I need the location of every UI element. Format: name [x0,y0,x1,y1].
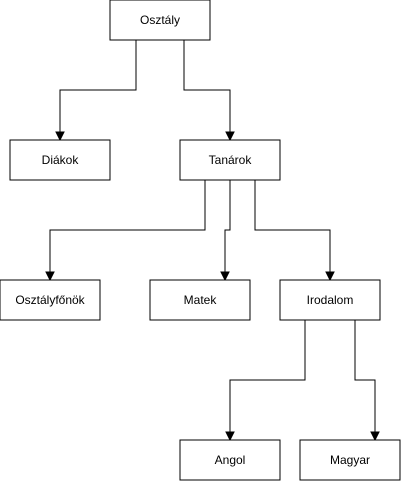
edge-osztaly-diakok-arrowhead [55,131,65,142]
node-tanarok[interactable]: Tanárok [179,139,281,181]
node-angol[interactable]: Angol [179,439,281,481]
edge-osztaly-tanarok-arrowhead [225,131,235,142]
node-osztaly-label: Osztály [140,13,180,27]
node-irodalom-label: Irodalom [307,293,354,307]
edge-tanarok-irodalom-arrowhead [325,271,335,282]
node-osztalyfonok[interactable]: Osztályfőnök [0,279,101,321]
edge-irodalom-angol [229,320,306,433]
edge-osztaly-tanarok [183,40,231,133]
edge-tanarok-matek-arrowhead [220,271,230,282]
edges-layer [45,40,380,442]
node-diakok-label: Diákok [42,153,80,167]
node-matek[interactable]: Matek [149,279,251,321]
node-tanarok-label: Tanárok [209,153,253,167]
edge-irodalom-magyar-arrowhead [370,431,380,442]
node-osztaly[interactable]: Osztály [109,0,211,41]
node-diakok[interactable]: Diákok [9,139,111,181]
node-irodalom[interactable]: Irodalom [279,279,381,321]
edge-tanarok-matek [224,180,231,273]
edge-irodalom-angol-arrowhead [225,431,235,442]
node-osztalyfonok-label: Osztályfőnök [15,293,85,307]
node-angol-label: Angol [215,453,246,467]
edge-irodalom-magyar [354,320,376,433]
edge-osztaly-diakok [59,40,137,133]
edge-tanarok-osztalyfonok-arrowhead [45,271,55,282]
edge-tanarok-irodalom [254,180,331,273]
node-magyar-label: Magyar [330,453,370,467]
node-magyar[interactable]: Magyar [299,439,401,481]
node-matek-label: Matek [184,293,218,307]
edge-tanarok-osztalyfonok [49,180,206,273]
